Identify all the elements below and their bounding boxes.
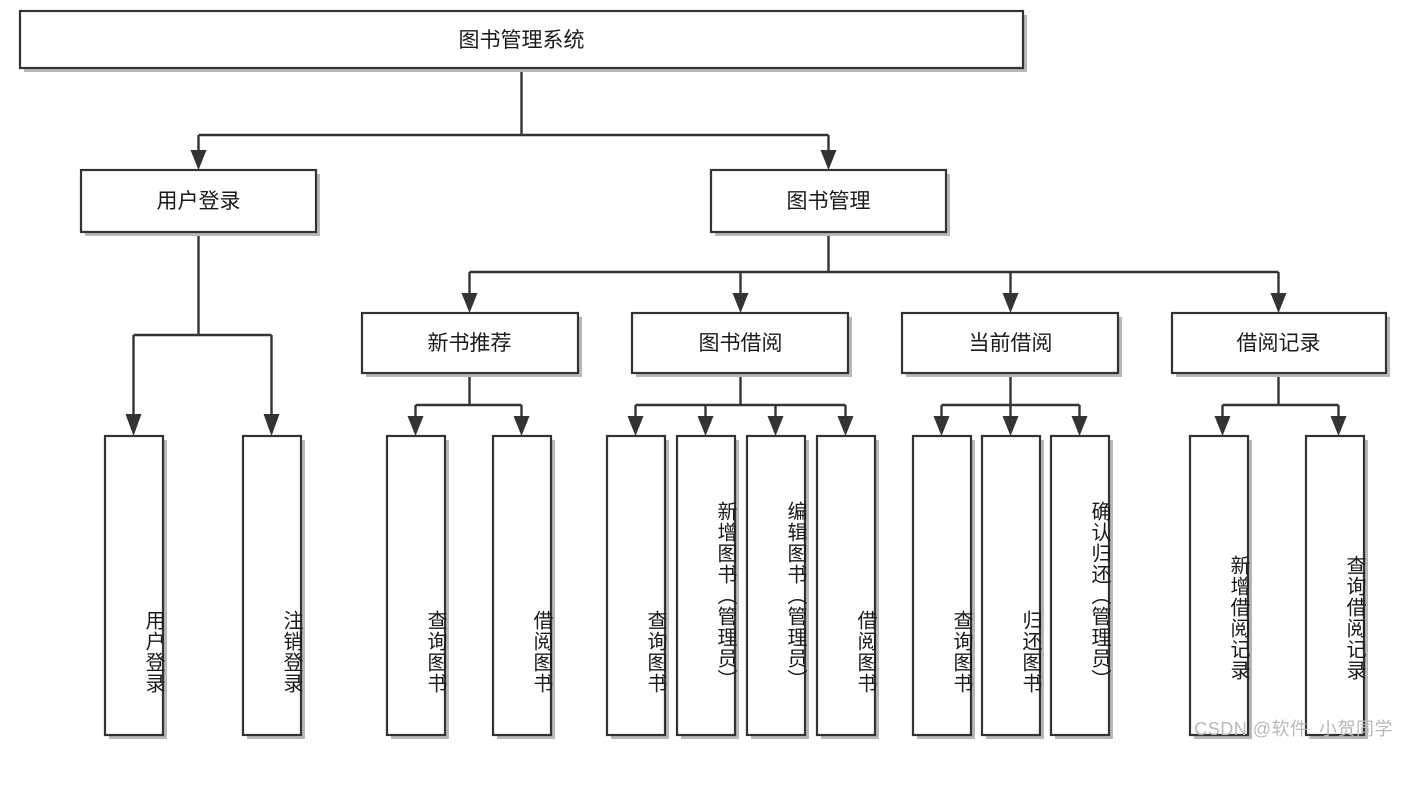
arrow-head-borrow-record [1270, 293, 1287, 313]
leaf-br-add-record-box[interactable] [1188, 434, 1250, 737]
flowchart-svg: 图书管理系统 用户登录 图书管理 新书推荐 图书借阅 当前借阅 借阅记录 [18, 9, 1390, 739]
root-node-label: 图书管理系统 [459, 29, 585, 52]
leaf-br-query-record-box[interactable] [1304, 434, 1366, 737]
leaf-cb-confirm-return-box[interactable] [1049, 434, 1111, 737]
arrow-head-br-query-record [1330, 416, 1347, 436]
arrow-head-bb-borrow-book [837, 416, 854, 436]
arrow-head-bb-query-book [627, 416, 644, 436]
diagram-canvas-root: 图书管理系统 用户登录 图书管理 新书推荐 图书借阅 当前借阅 借阅记录 [18, 9, 1393, 739]
arrow-head-bb-add-book [697, 416, 714, 436]
arrow-head-leaf-logout [263, 414, 280, 436]
leaf-bb-query-book-box[interactable] [605, 434, 667, 737]
user-login-node-box[interactable] [79, 168, 318, 234]
new-book-node-label: 新书推荐 [428, 332, 512, 355]
arrow-head-leaf-user-login [125, 414, 142, 436]
arrow-head-cb-confirm-return [1071, 416, 1088, 436]
book-mgmt-node-box[interactable] [709, 168, 948, 234]
book-borrow-node-box[interactable] [630, 311, 850, 375]
leaf-nb-borrow-book-box[interactable] [491, 434, 553, 737]
arrow-head-current-borrow [1002, 293, 1019, 313]
leaf-user-login-box[interactable] [103, 434, 165, 737]
arrow-head-user-login [190, 150, 207, 170]
csdn-watermark: CSDN @软件_小贺同学 [1194, 719, 1393, 739]
leaf-bb-edit-book-box[interactable] [745, 434, 807, 737]
arrow-head-br-add-record [1214, 416, 1231, 436]
arrow-head-nb-query-book [407, 416, 424, 436]
book-mgmt-node-label: 图书管理 [787, 190, 871, 213]
arrow-head-book-mgmt [820, 150, 837, 170]
leaf-bb-borrow-book-box[interactable] [815, 434, 877, 737]
node-layer: 图书管理系统 用户登录 图书管理 新书推荐 图书借阅 当前借阅 借阅记录 [18, 9, 1390, 739]
book-borrow-node-label: 图书借阅 [699, 332, 783, 355]
user-login-node-label: 用户登录 [157, 190, 241, 213]
leaf-cb-return-book-box[interactable] [980, 434, 1042, 737]
leaf-cb-query-book-box[interactable] [911, 434, 973, 737]
current-borrow-node-box[interactable] [900, 311, 1120, 375]
root-node-box[interactable] [18, 9, 1025, 70]
current-borrow-node-label: 当前借阅 [969, 332, 1053, 355]
arrow-head-cb-query-book [933, 416, 950, 436]
arrow-head-new-book [461, 293, 478, 313]
new-book-node-box[interactable] [360, 311, 580, 375]
leaf-logout-box[interactable] [241, 434, 303, 737]
arrow-head-nb-borrow-book [513, 416, 530, 436]
leaf-nb-query-book-box[interactable] [385, 434, 447, 737]
arrow-head-bb-edit-book [767, 416, 784, 436]
borrow-record-node-label: 借阅记录 [1237, 332, 1321, 355]
arrow-head-cb-return-book [1002, 416, 1019, 436]
arrow-head-book-borrow [732, 293, 749, 313]
connector-layer [125, 69, 1347, 436]
leaf-bb-add-book-box[interactable] [675, 434, 737, 737]
borrow-record-node-box[interactable] [1170, 311, 1388, 375]
